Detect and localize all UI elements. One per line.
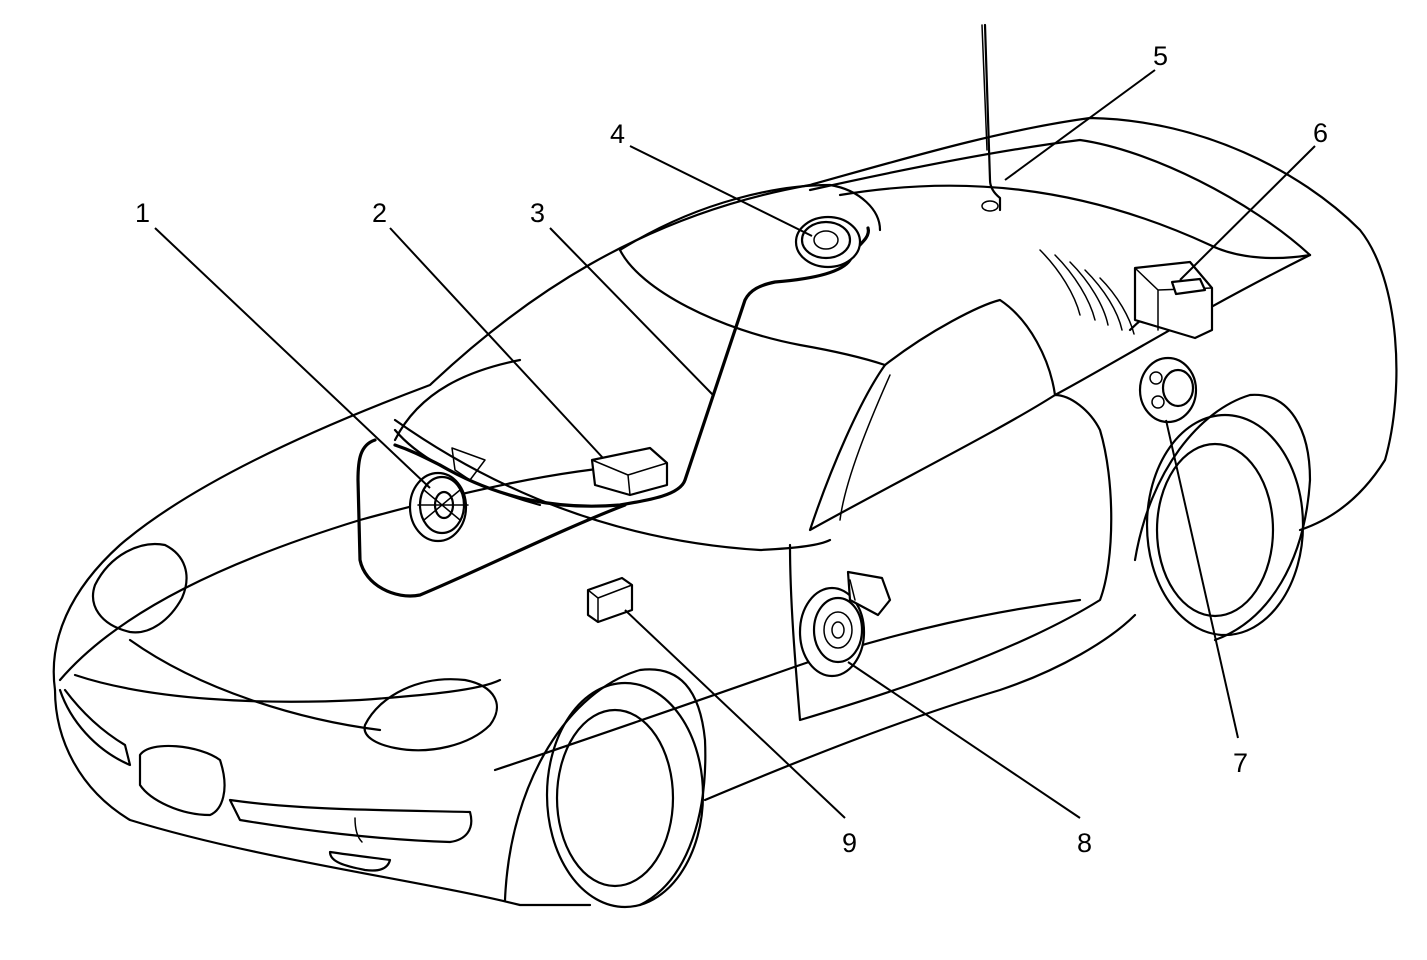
callout-9: 9	[842, 828, 857, 858]
leader-9	[624, 609, 846, 819]
leader-2	[389, 227, 604, 459]
front-wheel	[503, 668, 707, 909]
lower-body-line	[53, 688, 592, 907]
callout-4: 4	[610, 119, 625, 149]
leader-1	[154, 227, 431, 489]
callout-8: 8	[1077, 828, 1092, 858]
leader-8	[847, 661, 1081, 819]
front-speaker-left	[408, 447, 486, 543]
leader-lines	[154, 69, 1316, 819]
door-window	[808, 298, 1057, 532]
callout-1: 1	[135, 198, 150, 228]
center-speaker	[794, 215, 862, 269]
callout-6: 6	[1313, 118, 1328, 148]
radio-module	[590, 446, 669, 497]
callout-7: 7	[1233, 748, 1248, 778]
hood-outline	[58, 463, 642, 682]
leader-5	[1004, 69, 1156, 181]
rear-wheel	[1133, 393, 1312, 642]
fender-module	[586, 576, 634, 624]
car-outline	[52, 116, 1398, 692]
leader-3	[549, 227, 714, 396]
antenna	[981, 23, 1002, 212]
leader-4	[629, 145, 813, 237]
callout-3: 3	[530, 198, 545, 228]
callout-5: 5	[1153, 41, 1168, 71]
headlight-left	[92, 542, 188, 634]
leader-6	[1179, 145, 1316, 281]
leader-7	[1165, 419, 1239, 739]
rear-amplifier	[1133, 260, 1214, 340]
callout-2: 2	[372, 198, 387, 228]
headlight-right	[363, 678, 498, 752]
door-outline	[788, 393, 1113, 722]
car-body	[52, 116, 1398, 909]
door-speaker	[798, 570, 892, 678]
callouts: 1 2 3 4 5 6 7 8 9	[135, 41, 1328, 858]
windshield-frame	[618, 183, 882, 252]
rear-speaker	[1138, 356, 1198, 424]
